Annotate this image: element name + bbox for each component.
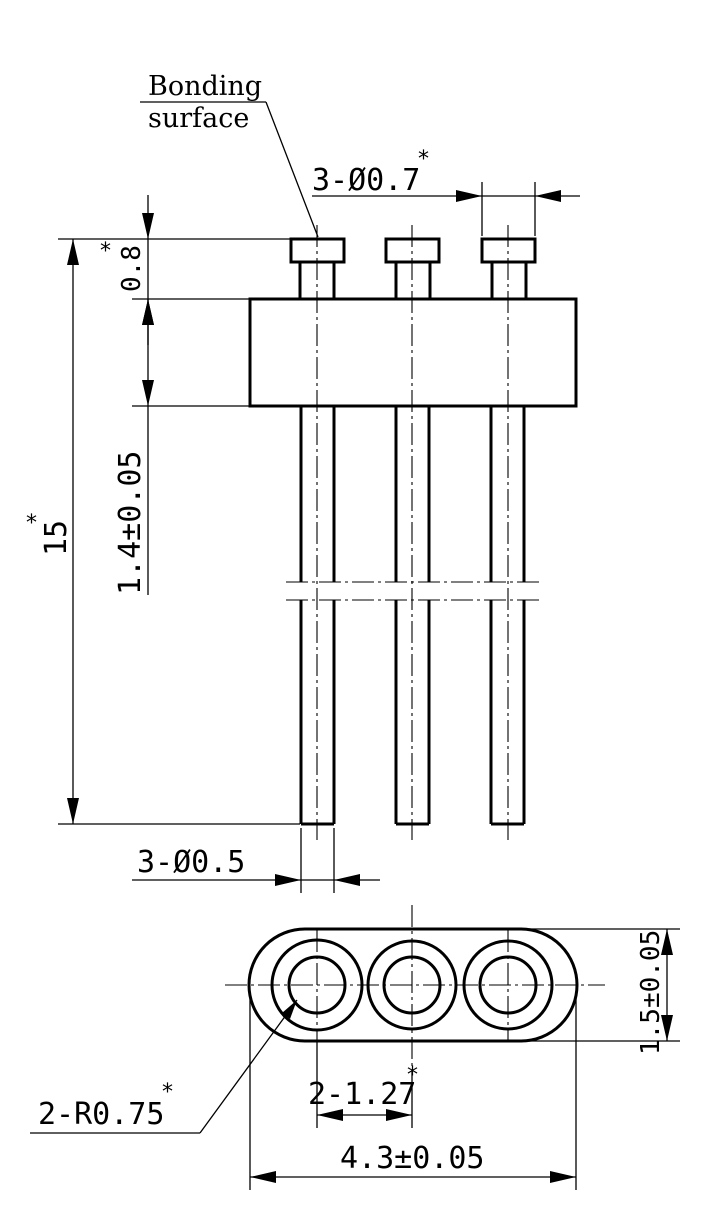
dim-collar-height: 0.8 * bbox=[58, 195, 290, 345]
bonding-surface-note: Bonding surface bbox=[140, 71, 319, 238]
note-leader bbox=[265, 101, 319, 238]
pitch-label: 2-1.27 bbox=[308, 1077, 416, 1112]
pin-3-inner-ring bbox=[478, 955, 538, 1015]
arrow-pitch-left bbox=[317, 1109, 343, 1121]
front-view bbox=[248, 225, 578, 840]
note-line-2: surface bbox=[148, 103, 249, 134]
arrow-body-bottom bbox=[142, 380, 154, 406]
dim-width: 4.3±0.05 bbox=[249, 995, 577, 1190]
arrow-height-top bbox=[661, 929, 673, 955]
star-marker: * bbox=[162, 1080, 173, 1105]
star-marker: * bbox=[418, 147, 429, 172]
radius-leader bbox=[199, 999, 298, 1134]
dim-total-length: 15 * bbox=[26, 239, 300, 825]
connector-outline bbox=[247, 927, 579, 1043]
dim-pin-diameter: 3-Ø0.5 bbox=[132, 828, 380, 893]
body-height-label: 1.4±0.05 bbox=[113, 451, 148, 596]
pin-neck-2 bbox=[394, 260, 432, 301]
pin-2-inner-ring bbox=[382, 955, 442, 1015]
width-label: 4.3±0.05 bbox=[340, 1141, 485, 1176]
arrow-head-left bbox=[456, 190, 482, 202]
arrow-body-top bbox=[142, 299, 154, 325]
star-marker: * bbox=[100, 239, 111, 264]
pin-diameter-label: 3-Ø0.5 bbox=[137, 845, 245, 880]
arrow-width-left bbox=[250, 1171, 276, 1183]
arrow-height-bottom bbox=[661, 1015, 673, 1041]
dim-body-height: 1.4±0.05 bbox=[113, 299, 250, 595]
collar-height-label: 0.8 bbox=[117, 245, 147, 292]
height-label: 1.5±0.05 bbox=[636, 930, 666, 1055]
arrow-collar-top bbox=[142, 213, 154, 239]
pin-1-outer-ring bbox=[270, 938, 364, 1032]
arrow-pin-right bbox=[334, 874, 360, 886]
arrow-pitch-right bbox=[386, 1109, 412, 1121]
radius-arrow bbox=[282, 1000, 297, 1019]
end-radius-label: 2-R0.75 bbox=[38, 1097, 164, 1132]
bottom-view bbox=[225, 905, 605, 1070]
dim-height: 1.5±0.05 bbox=[522, 928, 680, 1055]
top-pin-diameter-label: 3-Ø0.7 bbox=[312, 163, 420, 198]
pin-2-outer-ring bbox=[366, 939, 458, 1031]
arrow-total-top bbox=[67, 239, 79, 265]
dim-top-pin-diameter: 3-Ø0.7 * bbox=[312, 147, 580, 236]
arrow-pin-left bbox=[275, 874, 301, 886]
star-marker: * bbox=[407, 1063, 418, 1088]
dim-end-radius: 2-R0.75 * bbox=[30, 999, 298, 1134]
star-marker: * bbox=[26, 511, 37, 536]
pin-neck-3 bbox=[490, 260, 528, 301]
arrow-width-right bbox=[550, 1171, 576, 1183]
note-line-1: Bonding bbox=[148, 71, 262, 102]
pin-3-outer-ring bbox=[462, 939, 554, 1031]
dim-pitch: 2-1.27 * bbox=[308, 1040, 418, 1128]
connector-body bbox=[248, 297, 578, 408]
pin-1-inner-ring bbox=[287, 955, 347, 1015]
total-length-label: 15 bbox=[39, 520, 74, 556]
arrow-head-right bbox=[535, 190, 561, 202]
arrow-total-bottom bbox=[67, 798, 79, 824]
